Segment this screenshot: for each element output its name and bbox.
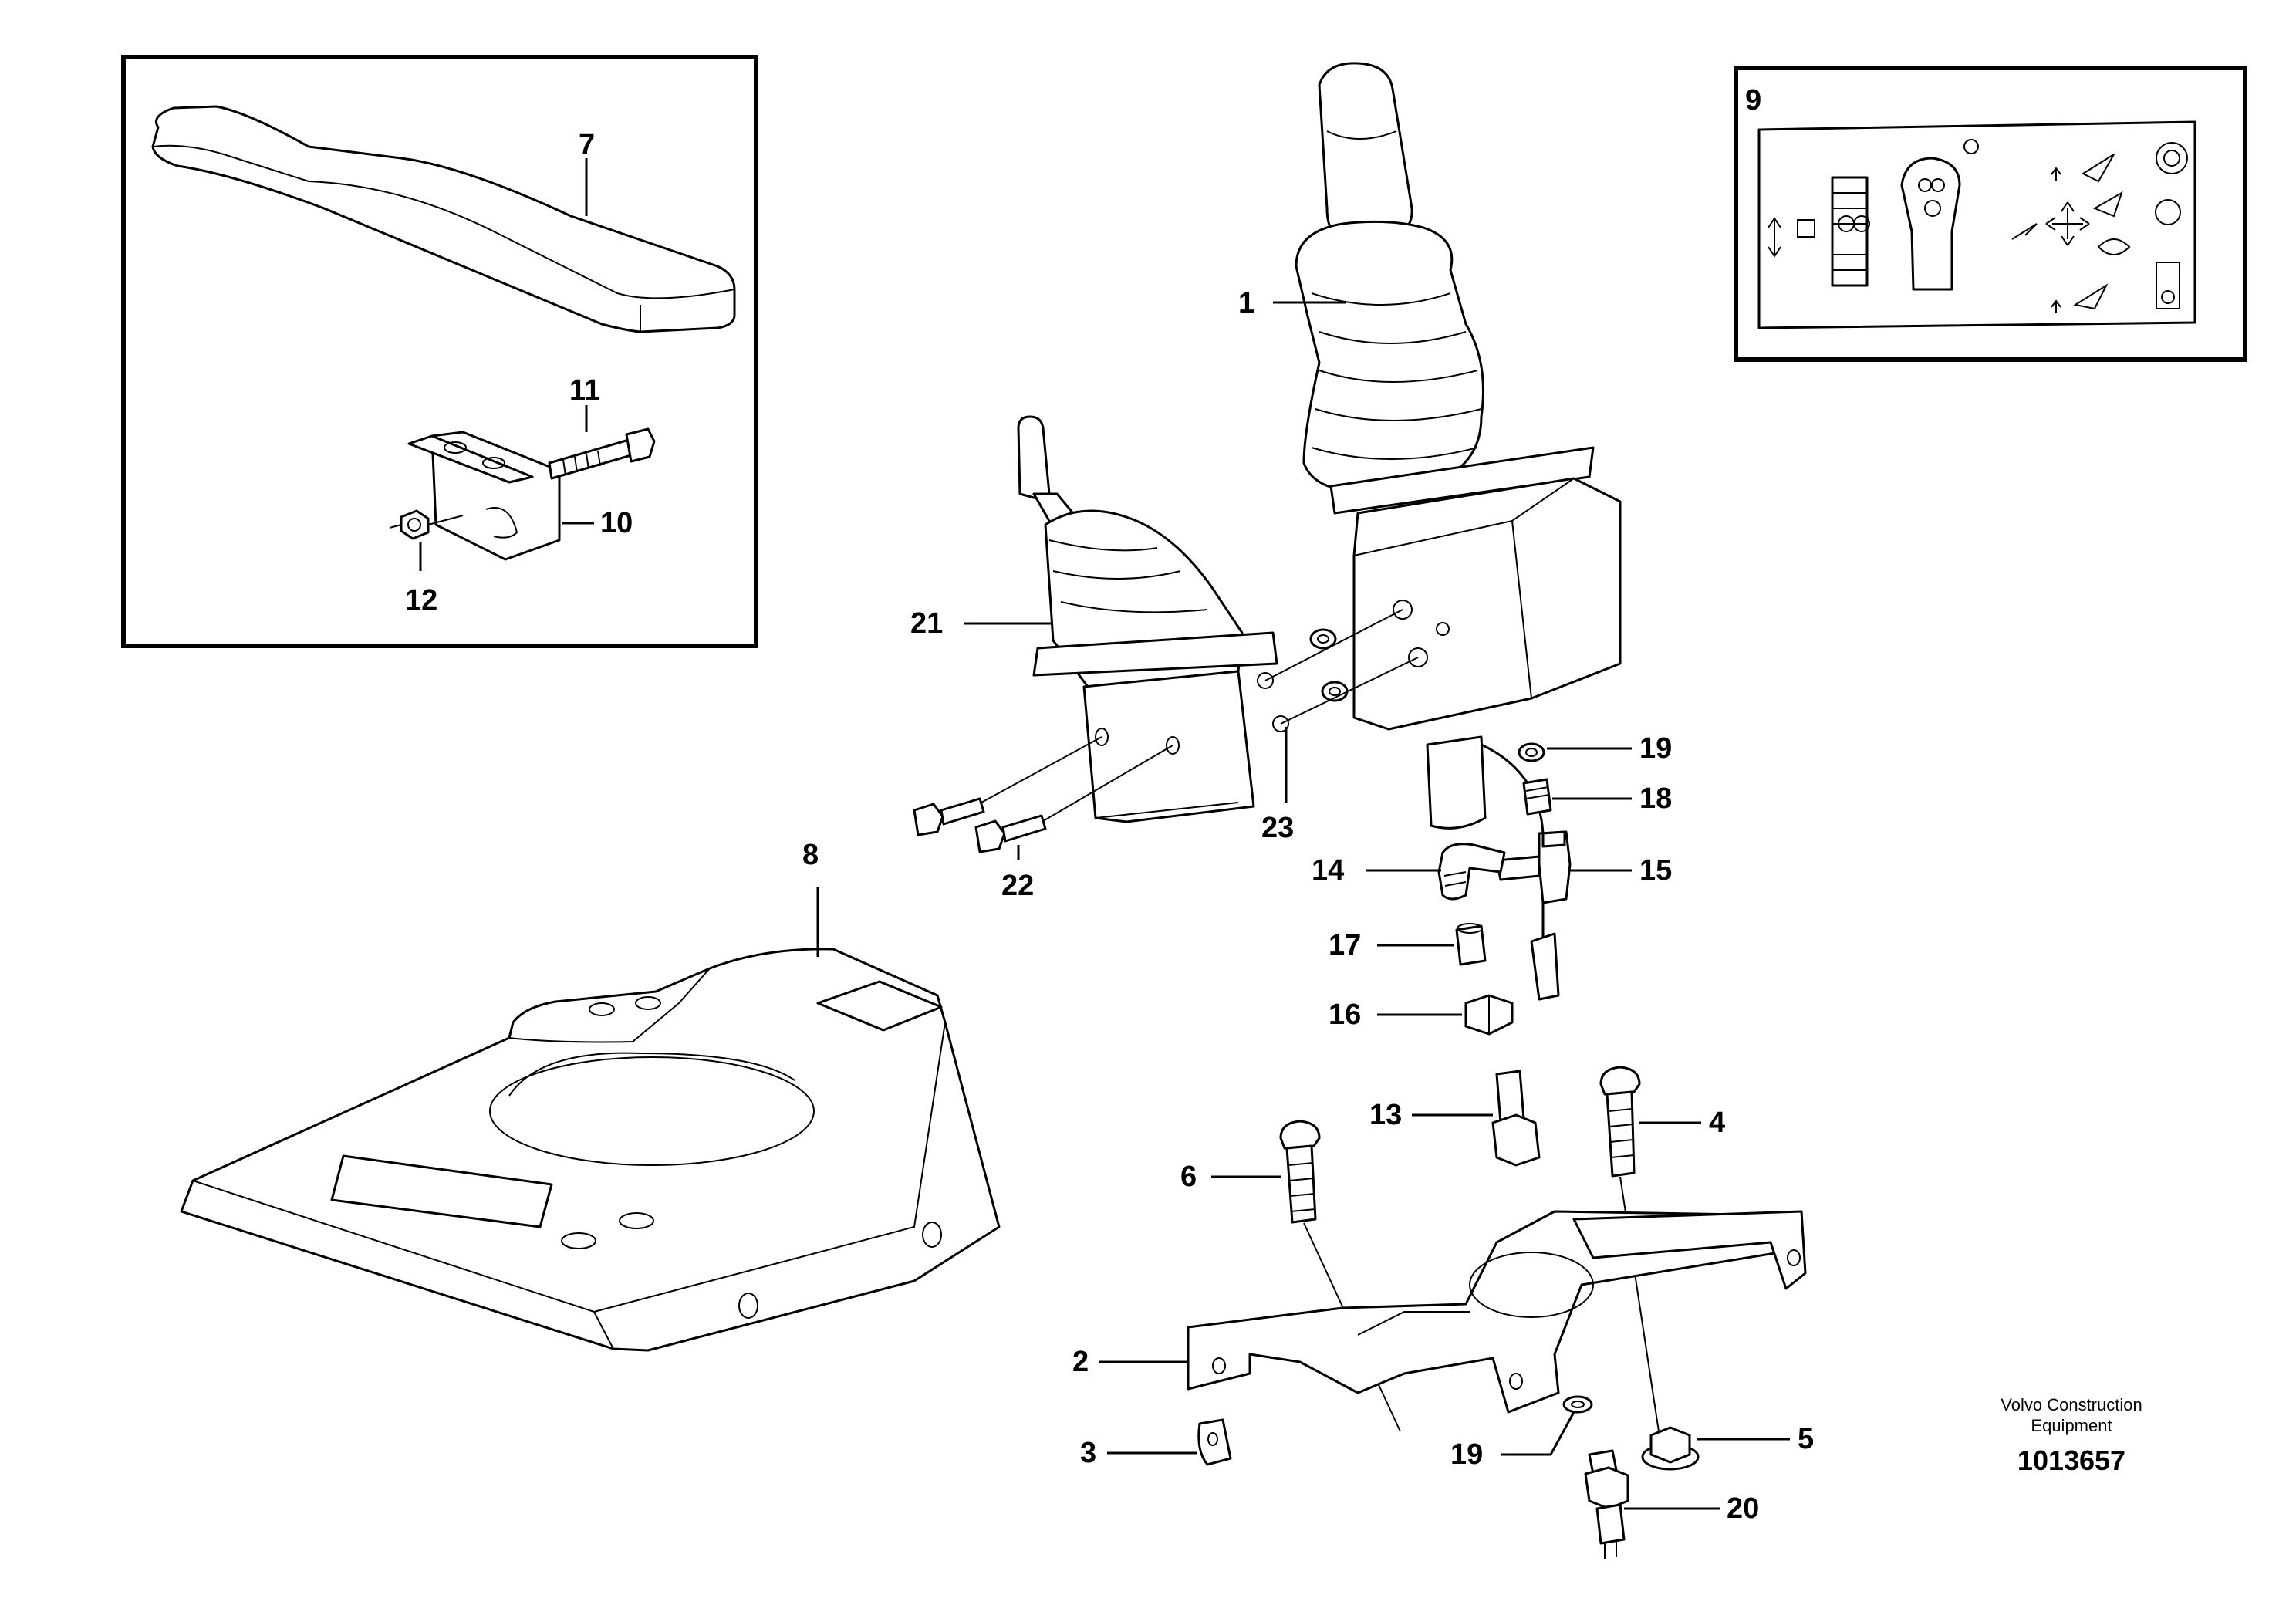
bracket — [407, 431, 561, 561]
callout-6: 6 — [1180, 1161, 1197, 1193]
switch-icon — [2156, 262, 2180, 309]
caption-manufacturer: Volvo Construction — [2001, 1395, 2142, 1414]
horn-icon — [2155, 199, 2181, 225]
fitting-17 — [1455, 923, 1487, 966]
caption-manufacturer-line2: Equipment — [2031, 1416, 2112, 1435]
document-number: 1013657 — [2017, 1445, 2125, 1476]
base-plate — [1187, 1210, 1807, 1414]
o-rings — [1257, 609, 1419, 732]
callout-23: 23 — [1261, 812, 1294, 844]
clip — [1197, 1418, 1232, 1466]
decal — [1757, 120, 2196, 329]
callout-10: 10 — [600, 507, 633, 539]
callout-13: 13 — [1369, 1099, 1402, 1131]
callout-9: 9 — [1745, 84, 1761, 117]
fitting-16-nut — [1464, 994, 1514, 1036]
callout-15: 15 — [1639, 854, 1672, 887]
callout-19-upper: 19 — [1639, 732, 1672, 765]
nut — [389, 509, 464, 540]
gear-icon — [2156, 142, 2188, 174]
console-cover — [180, 948, 1001, 1352]
callout-16: 16 — [1329, 999, 1361, 1031]
washer-19-lower — [1562, 1395, 1593, 1414]
arrows-icon — [2045, 201, 2090, 246]
callout-1: 1 — [1238, 287, 1254, 319]
pressure-switch-20 — [1584, 1449, 1629, 1559]
callout-7: 7 — [579, 129, 595, 161]
joystick-handle-icon — [1900, 157, 1961, 291]
callout-8: 8 — [802, 839, 819, 871]
fitting-19-washer — [1518, 742, 1545, 762]
callout-3: 3 — [1080, 1437, 1096, 1469]
callout-20: 20 — [1727, 1492, 1759, 1525]
joystick-small — [1017, 415, 1278, 823]
callout-19-lower: 19 — [1450, 1438, 1483, 1471]
fitting-15-tee — [1495, 830, 1572, 904]
callout-2: 2 — [1072, 1346, 1089, 1378]
armrest-pad — [151, 105, 736, 333]
joystick-main — [1295, 62, 1622, 1001]
bolt — [548, 427, 656, 480]
decal-inset-frame — [1734, 66, 2247, 362]
armrest-inset-frame — [121, 55, 758, 648]
callout-21: 21 — [910, 607, 943, 640]
leader-19b — [1501, 1411, 1575, 1456]
callout-22: 22 — [1001, 870, 1034, 902]
callout-18: 18 — [1639, 782, 1672, 815]
fitting-18 — [1522, 778, 1552, 816]
bolts-22 — [913, 736, 1173, 853]
callout-5: 5 — [1798, 1423, 1814, 1455]
fitting-13 — [1491, 1070, 1541, 1167]
callout-11: 11 — [569, 374, 600, 407]
callout-14: 14 — [1312, 854, 1344, 887]
fitting-14-elbow — [1437, 843, 1506, 901]
flange-nut-5 — [1641, 1426, 1700, 1471]
callout-4: 4 — [1709, 1107, 1725, 1139]
callout-17: 17 — [1329, 929, 1361, 961]
callout-12: 12 — [405, 584, 437, 617]
